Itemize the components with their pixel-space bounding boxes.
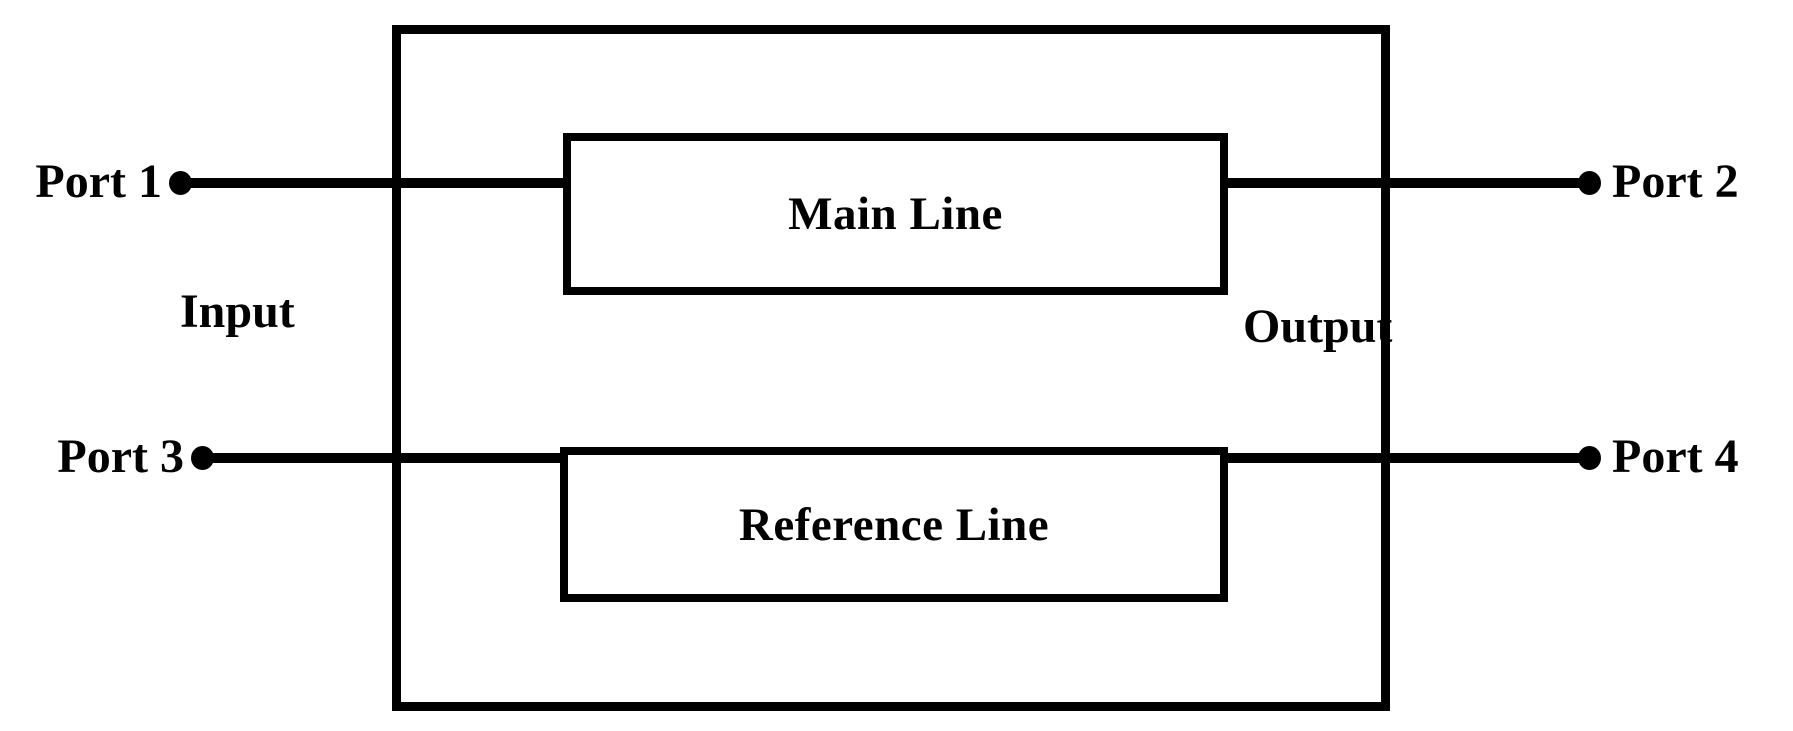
port-3-terminal-dot-icon: [191, 446, 214, 470]
reference-line-block-label: Reference Line: [738, 498, 1050, 551]
output-annotation-label: Output: [1243, 300, 1393, 353]
wire-reference-line-to-port4: [1220, 453, 1592, 463]
wire-main-line-to-port2: [1220, 178, 1592, 188]
main-line-block-label: Main Line: [788, 188, 1003, 240]
port-1-label: Port 1: [35, 155, 162, 208]
port-2-terminal-dot-icon: [1578, 171, 1601, 195]
port-1-terminal-dot-icon: [169, 171, 192, 195]
reference-line-block: Reference Line: [560, 447, 1228, 602]
port-3-label: Port 3: [57, 430, 184, 483]
main-line-block: Main Line: [563, 133, 1228, 295]
port-2-label: Port 2: [1612, 155, 1739, 208]
outer-enclosure-box: [392, 25, 1390, 711]
wire-port1-to-main-line: [180, 178, 572, 188]
wire-port3-to-reference-line: [202, 453, 568, 463]
port-4-terminal-dot-icon: [1578, 446, 1601, 470]
port-4-label: Port 4: [1612, 430, 1739, 483]
input-annotation-label: Input: [180, 285, 295, 338]
